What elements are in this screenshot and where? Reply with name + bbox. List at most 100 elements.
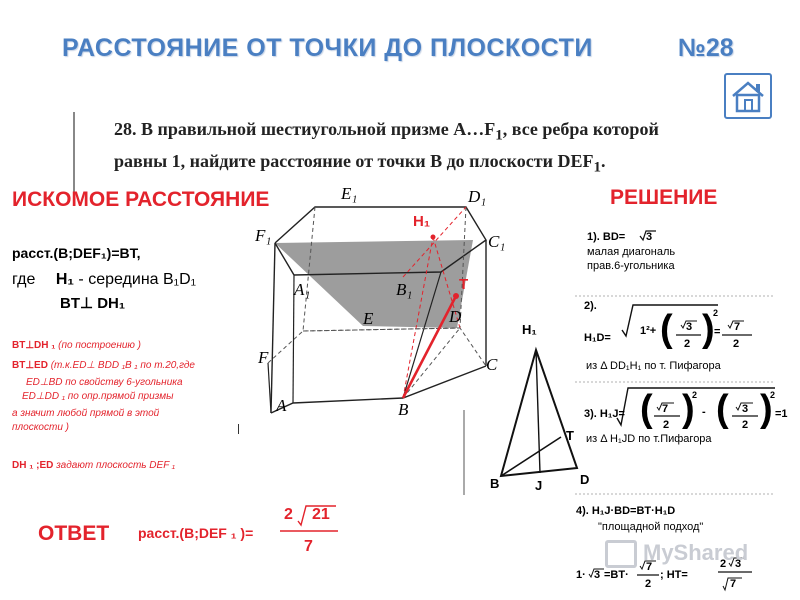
step2-eq: =: [714, 326, 721, 338]
step2-den2: 2: [733, 338, 740, 350]
label-h1: H₁: [413, 213, 431, 230]
step3-den2: 2: [742, 419, 749, 431]
distance-heading: ИСКОМОЕ РАССТОЯНИЕ: [12, 188, 270, 211]
radical-sign: [727, 320, 744, 330]
step4-den: 2: [645, 578, 652, 590]
where-desc: - середина B₁D₁: [73, 271, 197, 288]
answer-denominator: 7: [304, 538, 313, 555]
tri-label-d: D: [580, 472, 590, 487]
label-d: D: [449, 307, 462, 326]
label-a: A: [276, 396, 287, 415]
radical-sign: [621, 304, 718, 338]
construction-line: [402, 206, 467, 278]
step3-minus: -: [702, 406, 706, 418]
problem-text: , все ребра которой: [502, 119, 659, 139]
point-t: [453, 293, 459, 299]
distance-where: где H₁ - середина B₁D₁: [12, 271, 196, 289]
radical-sign: [735, 402, 753, 412]
paren-left: (: [716, 388, 729, 430]
problem-statement: 28. В правильной шестиугольной призме A……: [114, 117, 694, 180]
problem-sub: 1: [593, 159, 601, 176]
problem-text: .: [600, 150, 606, 171]
answer-label: ОТВЕТ: [38, 522, 110, 545]
solution-heading: РЕШЕНИЕ: [610, 186, 718, 209]
paren-right: ): [682, 388, 695, 430]
problem-number: №28: [678, 34, 734, 62]
step4-rad3: 3: [594, 569, 601, 581]
step1-desc: малая диагональ: [587, 246, 676, 258]
label-b: B: [398, 400, 409, 419]
answer-numerator: 2: [284, 506, 293, 523]
problem-text: равны 1, найдите расстояние от точки B д…: [114, 150, 594, 171]
where-text: где: [12, 271, 36, 288]
note-line: плоскости ): [12, 422, 69, 433]
watermark: MyShared: [605, 540, 748, 569]
note-line: BT⊥ED (т.к.ED⊥ BDD ₁B ₁ по т.20,где: [12, 360, 195, 371]
step2-number: 2).: [584, 300, 597, 312]
label-t: T: [459, 276, 469, 293]
triangle-bt: [500, 436, 562, 477]
section-plane: [275, 240, 473, 328]
step3-rad3: 3: [742, 403, 749, 415]
radical-sign: [656, 402, 674, 412]
bt-segment: [401, 295, 458, 399]
note-line: а значит любой прямой в этой: [12, 408, 160, 419]
step4-ht: ; HT=: [660, 569, 688, 581]
point-h1: [430, 234, 436, 240]
radical-sign: [639, 230, 656, 242]
note-line: ED⊥BD по свойству 6-угольника: [26, 377, 183, 388]
label-d1: D₁: [468, 187, 487, 206]
step3-den: 2: [663, 419, 670, 431]
page-title: РАССТОЯНИЕ ОТ ТОЧКИ ДО ПЛОСКОСТИ: [62, 34, 593, 62]
step3-lhs: 3). H₁J=: [584, 408, 625, 420]
hidden-edge: [402, 327, 461, 399]
hidden-edge: [267, 327, 487, 367]
step2-den: 2: [684, 338, 691, 350]
step4-rad7: 7: [646, 561, 653, 573]
step2-lhs: H₁D=: [584, 332, 611, 344]
home-icon: [732, 81, 764, 113]
home-button[interactable]: [724, 73, 772, 119]
step4-formula: 4). H₁J·BD=BT·H₁D: [576, 505, 676, 517]
divider: [238, 424, 239, 434]
construction-line: [402, 236, 434, 399]
step2-rad7: 7: [734, 321, 741, 333]
step3-from: из Δ H₁JD по т.Пифагора: [586, 433, 712, 445]
triangle-h1j: [535, 349, 541, 474]
paren-right: ): [702, 308, 715, 350]
radical-sign: [728, 557, 746, 568]
edge: [402, 271, 442, 399]
divider: [73, 112, 75, 202]
bottom-face: [270, 365, 487, 414]
label-c: C: [486, 355, 498, 374]
step3-result: =1: [775, 408, 788, 420]
tri-label-t: T: [566, 428, 574, 443]
label-a1: A₁: [294, 280, 311, 299]
step2-from: из Δ DD₁H₁ по т. Пифагора: [586, 360, 721, 372]
chart-icon: [605, 540, 637, 569]
note-line: DH ₁ ;ED задают плоскость DEF ₁: [12, 460, 176, 471]
label-b1: B₁: [396, 280, 413, 299]
step1-formula: 1). BD=: [587, 231, 626, 243]
note-line: BT⊥DH ₁ (по построению ): [12, 340, 142, 351]
hidden-edge: [302, 327, 461, 332]
step1-desc: прав.6-угольника: [587, 260, 675, 272]
exponent: 2: [713, 308, 719, 318]
hidden-edge: [459, 206, 467, 329]
construction-line: [432, 236, 461, 329]
step3-rad7: 7: [662, 403, 669, 415]
perpendicular-statement: BT⊥ DH₁: [60, 295, 126, 312]
step4-denrad: 7: [730, 578, 737, 590]
step4-mid: =BT·: [604, 569, 629, 581]
label-e: E: [363, 309, 374, 328]
note-line: ED⊥DD ₁ по опр.прямой призмы: [22, 391, 174, 402]
triangle-bh1d: [499, 346, 579, 478]
radical-sign: [639, 560, 656, 571]
radical-sign: [616, 387, 775, 427]
paren-left: (: [640, 388, 653, 430]
label-e1: E₁: [341, 184, 358, 203]
paren-left: (: [660, 308, 673, 350]
radical-sign: [722, 577, 742, 592]
step4-approach: "площадной подход": [598, 521, 704, 533]
